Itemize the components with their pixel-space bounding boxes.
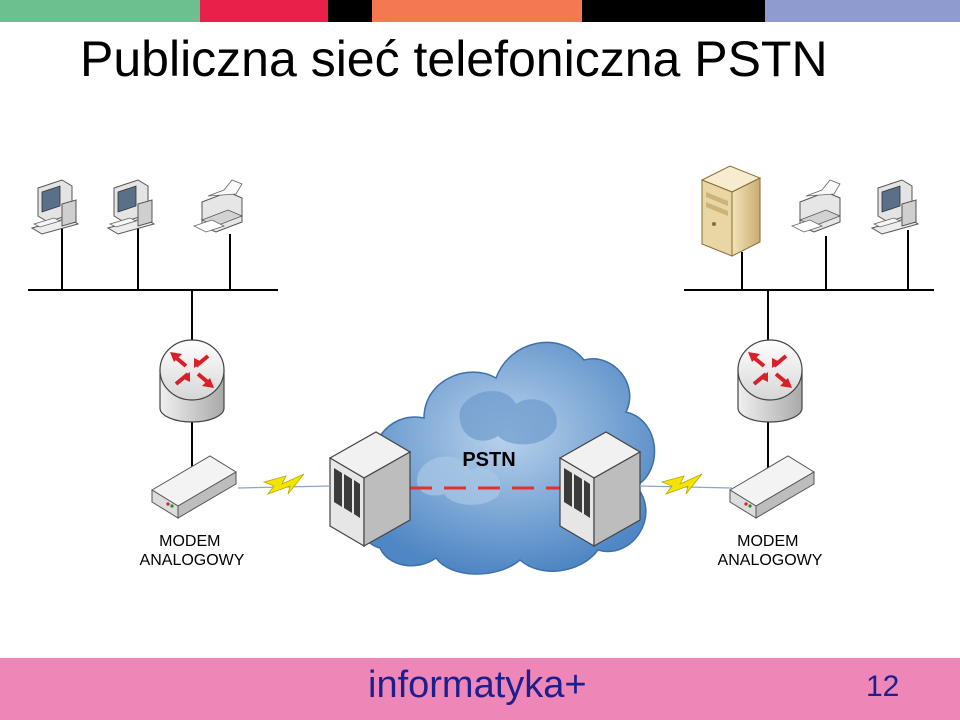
footer-bar bbox=[0, 658, 960, 720]
modem-icon bbox=[729, 455, 815, 519]
printer-icon bbox=[791, 179, 841, 233]
workstation-icon bbox=[107, 179, 155, 235]
left-lan-bus bbox=[28, 228, 278, 468]
printer-icon bbox=[193, 179, 243, 233]
router-icon bbox=[736, 338, 804, 424]
router-icon bbox=[158, 338, 226, 424]
modem-right-label: MODEM ANALOGOWY bbox=[718, 533, 823, 569]
modem-right-label-line: ANALOGOWY bbox=[718, 552, 823, 569]
color-segment bbox=[582, 0, 765, 22]
lightning-link-icon bbox=[661, 473, 703, 495]
color-segment bbox=[372, 0, 582, 22]
page-number: 12 bbox=[866, 670, 900, 703]
modem-left-label-line: MODEM bbox=[159, 533, 220, 550]
workstation-icon bbox=[871, 179, 919, 235]
pstn-cloud-label: PSTN bbox=[462, 449, 515, 471]
modem-left-label-line: ANALOGOWY bbox=[140, 552, 245, 569]
top-color-bar bbox=[0, 0, 960, 22]
color-segment bbox=[200, 0, 328, 22]
server-tower-icon bbox=[701, 165, 761, 257]
right-lan-bus bbox=[684, 230, 934, 468]
modem-left-label: MODEM ANALOGOWY bbox=[140, 533, 245, 569]
color-segment bbox=[0, 0, 200, 22]
color-segment bbox=[765, 0, 960, 22]
slide-title: Publiczna sieć telefoniczna PSTN bbox=[80, 31, 828, 87]
modem-icon bbox=[151, 455, 237, 519]
brand-logo-text: informatyka+ bbox=[368, 664, 587, 706]
workstation-icon bbox=[31, 179, 79, 235]
lightning-link-icon bbox=[263, 473, 305, 495]
color-segment bbox=[328, 0, 372, 22]
modem-right-label-line: MODEM bbox=[737, 533, 798, 550]
